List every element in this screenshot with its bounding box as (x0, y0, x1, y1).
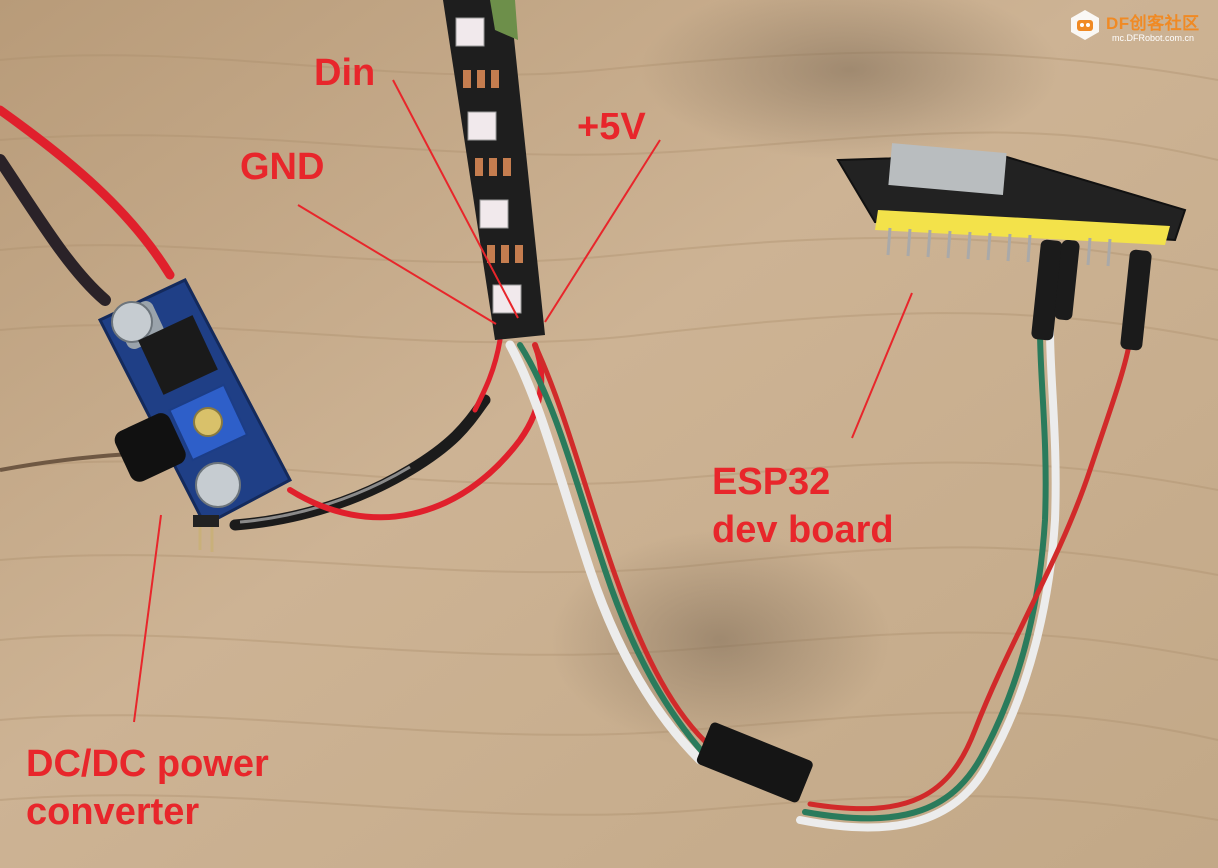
pointer-esp32 (851, 292, 913, 439)
cable-red (532, 342, 715, 751)
wire-output-black (229, 394, 491, 531)
wire-input-red (0, 105, 175, 280)
cable-white (505, 340, 705, 765)
esp32-board (836, 143, 1187, 267)
pointer-5v (544, 139, 661, 323)
label-5v: +5V (577, 106, 646, 148)
pointer-gnd (297, 204, 497, 325)
label-esp32-line2: dev board (712, 509, 894, 551)
cable-return-white (796, 326, 1060, 832)
label-dcdc-line2: converter (26, 791, 200, 833)
led-strip (443, 0, 545, 340)
wire-input-black (0, 154, 111, 306)
esp32-header-pins (886, 227, 1112, 267)
annotation-lines (133, 79, 913, 723)
label-gnd: GND (240, 146, 325, 188)
watermark-url: mc.DFRobot.com.cn (1112, 33, 1195, 43)
cable-return-red (807, 337, 1133, 812)
watermark-brand: DF创客社区 (1106, 14, 1200, 33)
label-dcdc: DC/DC power converter (26, 740, 269, 836)
led-chips (455, 17, 522, 314)
strip-resistors (463, 70, 523, 263)
robot-badge-icon (1071, 10, 1099, 40)
heat-shrink (1031, 239, 1152, 351)
label-din: Din (314, 52, 376, 94)
dcdc-converter-board (97, 278, 293, 552)
shadow-top-right (640, 0, 1060, 160)
pointer-dcdc (133, 514, 162, 723)
jst-connector (696, 722, 813, 803)
cable-green (517, 342, 708, 758)
shadow-center (550, 530, 890, 750)
label-esp32-line1: ESP32 (712, 461, 831, 503)
cable-return-green (802, 327, 1049, 822)
watermark-logo: DF创客社区 mc.DFRobot.com.cn (1068, 6, 1214, 46)
label-esp32: ESP32 dev board (712, 458, 894, 554)
wire-output-red-short (472, 337, 503, 413)
pointer-din (392, 79, 519, 319)
wire-output-black-highlight (239, 465, 411, 524)
label-dcdc-line1: DC/DC power (26, 743, 269, 785)
